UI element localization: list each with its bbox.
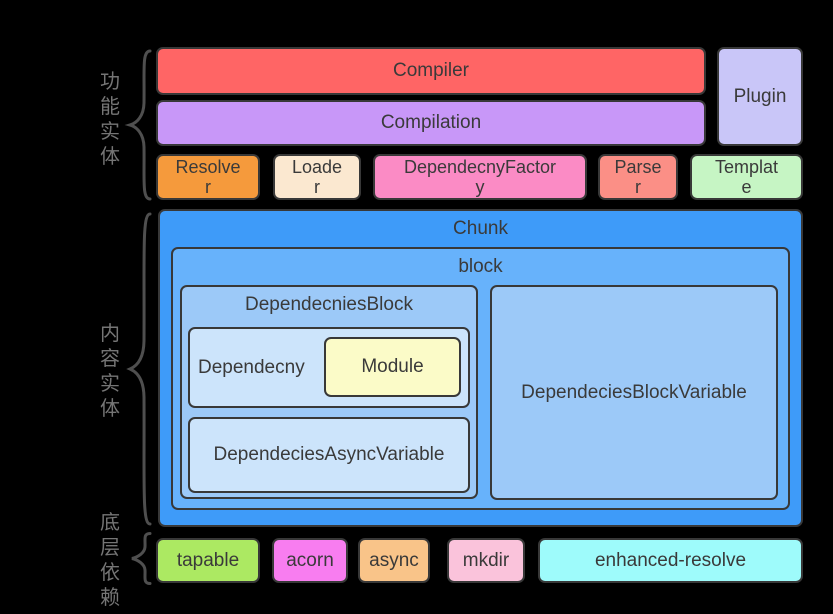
dependencies-async-variable-box: DependeciesAsyncVariable — [188, 417, 470, 493]
module-label: Module — [361, 356, 424, 377]
curly-brace-icon — [131, 532, 152, 585]
loader-box: Loade r — [273, 154, 361, 200]
async-label: async — [369, 549, 419, 571]
compilation-label: Compilation — [380, 112, 482, 133]
block-label: block — [458, 256, 503, 277]
dependency-label: Dependecny — [198, 356, 305, 378]
dependency-factory-box: DependecnyFactor y — [373, 154, 587, 200]
dependencies-block-variable-box: DependeciesBlockVariable — [490, 285, 778, 500]
loader-label: Loade r — [291, 156, 343, 197]
resolver-label: Resolve r — [175, 156, 241, 197]
dependencies-block-label: DependecniesBlock — [245, 294, 413, 315]
side-label-base-dependencies: 底层依赖 — [100, 512, 120, 609]
tapable-box: tapable — [156, 538, 260, 583]
acorn-label: acorn — [286, 549, 334, 571]
side-label-content-entities: 内容实体 — [100, 323, 120, 420]
enhanced-resolve-label: enhanced-resolve — [594, 549, 747, 571]
parser-label: Parse r — [614, 156, 662, 197]
dependencies-block-variable-label: DependeciesBlockVariable — [521, 381, 747, 403]
plugin-label: Plugin — [733, 85, 787, 107]
compilation-box: Compilation — [156, 100, 706, 146]
dependencies-async-variable-label: DependeciesAsyncVariable — [213, 444, 445, 465]
compiler-label: Compiler — [392, 60, 470, 81]
side-label-functional-entities: 功能实体 — [100, 71, 120, 168]
plugin-box: Plugin — [717, 47, 803, 146]
compiler-box: Compiler — [156, 47, 706, 95]
async-box: async — [358, 538, 430, 583]
template-box: Templat e — [690, 154, 803, 200]
resolver-box: Resolve r — [156, 154, 260, 200]
curly-brace-icon — [124, 49, 152, 201]
chunk-label: Chunk — [453, 218, 508, 239]
template-label: Templat e — [714, 156, 779, 197]
module-box: Module — [324, 337, 461, 397]
mkdir-label: mkdir — [462, 549, 510, 571]
acorn-box: acorn — [272, 538, 348, 583]
dependency-factory-label: DependecnyFactor y — [403, 156, 557, 197]
mkdir-box: mkdir — [447, 538, 525, 583]
parser-box: Parse r — [598, 154, 678, 200]
enhanced-resolve-box: enhanced-resolve — [538, 538, 803, 583]
curly-brace-icon — [126, 212, 152, 526]
tapable-label: tapable — [176, 549, 240, 571]
